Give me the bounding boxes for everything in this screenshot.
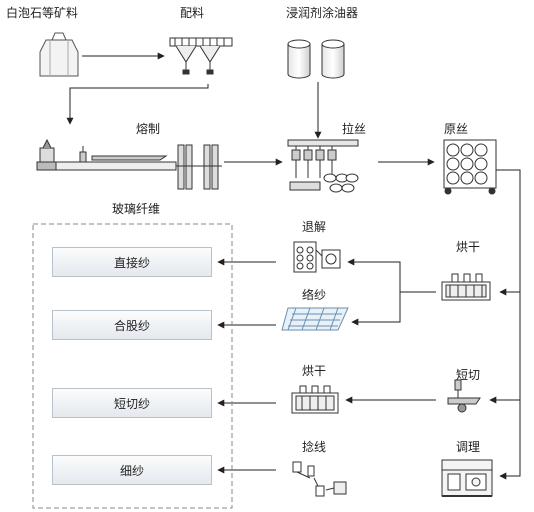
flow-arrows (66, 52, 521, 480)
label-winding: 络纱 (302, 288, 327, 302)
label-batching: 配料 (180, 6, 205, 20)
product-plied-yarn: 合股纱 (52, 310, 212, 340)
label-drying-right: 烘干 (456, 240, 481, 254)
sizing-drums-icon (287, 39, 345, 79)
label-twisting: 捻线 (302, 440, 327, 454)
drawing-machine-icon (287, 139, 359, 193)
dryer-left-icon (291, 385, 339, 414)
label-unwinding: 退解 (302, 220, 327, 234)
batching-hopper-icon (169, 37, 233, 75)
product-chopped-strand: 短切纱 (52, 388, 212, 418)
label-glass-fiber: 玻璃纤维 (112, 202, 161, 216)
conditioning-cabinet-icon (441, 459, 493, 497)
product-direct-roving: 直接纱 (52, 247, 212, 277)
chopper-icon (447, 379, 481, 413)
label-chopping: 短切 (456, 368, 481, 382)
twister-icon (292, 461, 347, 497)
label-drying-left: 烘干 (302, 364, 327, 378)
label-conditioning: 调理 (456, 440, 481, 454)
label-sizing-agent: 浸润剂涂油器 (286, 6, 359, 20)
label-drawing: 拉丝 (342, 122, 367, 136)
label-melting: 熔制 (136, 122, 161, 136)
label-raw-strand: 原丝 (444, 122, 469, 136)
strand-creel-icon (443, 139, 497, 195)
winding-frame-icon (281, 307, 349, 331)
product-fine-yarn: 细纱 (52, 455, 212, 485)
glass-fiber-products-region (32, 223, 233, 509)
unwinding-icon (293, 241, 341, 273)
melting-furnace-icon (36, 138, 222, 190)
label-raw-material: 白泡石等矿料 (6, 6, 79, 20)
dryer-right-icon (441, 273, 491, 301)
bulk-bag-icon (39, 32, 79, 77)
